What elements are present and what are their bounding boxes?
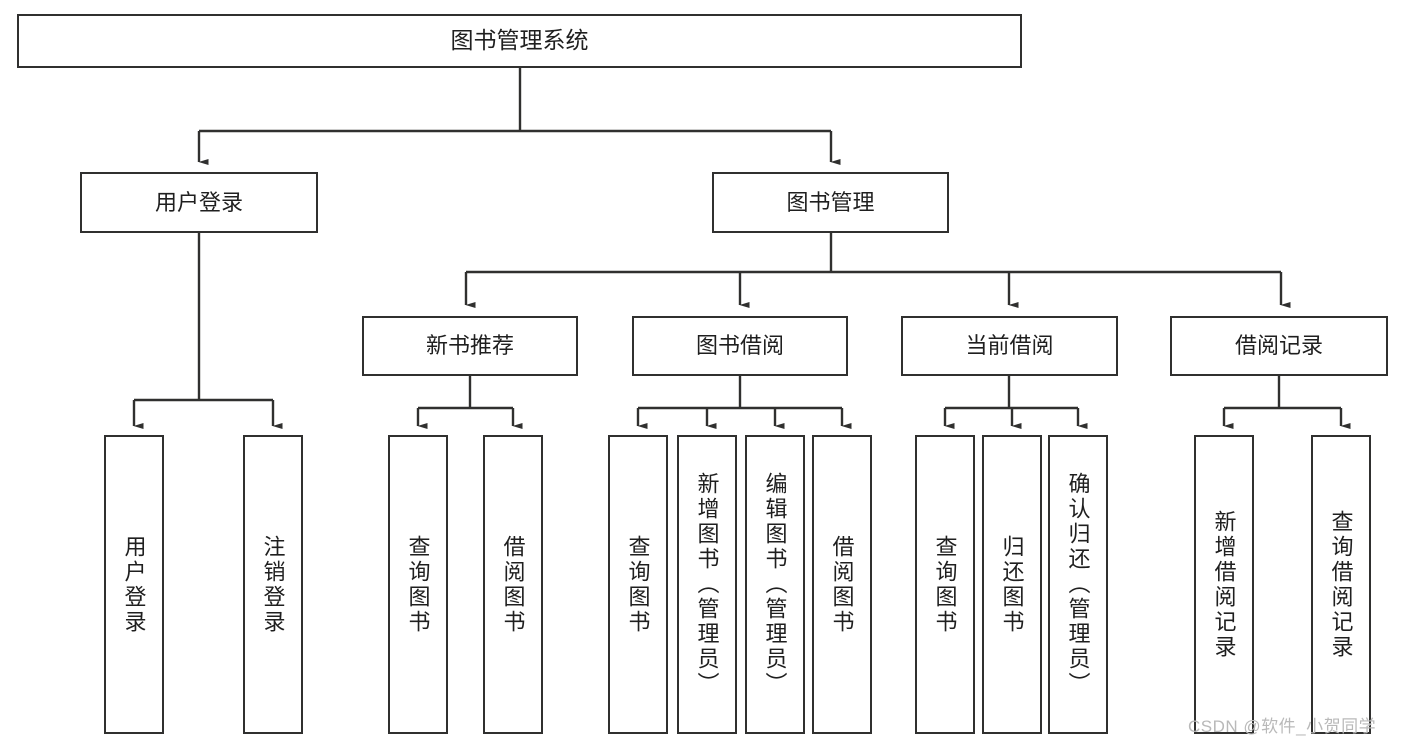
leaf-logout-login[interactable]: 注销登录 (243, 435, 303, 734)
leaf-query-book-borrow[interactable]: 查询图书 (608, 435, 668, 734)
node-label: 注销登录 (260, 534, 286, 635)
node-label: 查询图书 (625, 534, 651, 635)
node-label: 新增借阅记录 (1211, 509, 1237, 660)
node-new-book-recommend[interactable]: 新书推荐 (362, 316, 578, 376)
node-label: 确认归还（管理员） (1065, 472, 1091, 697)
node-book-management[interactable]: 图书管理 (712, 172, 949, 233)
node-label: 用户登录 (154, 189, 243, 215)
leaf-return-book[interactable]: 归还图书 (982, 435, 1042, 734)
node-label: 借阅图书 (500, 534, 526, 635)
node-root-system[interactable]: 图书管理系统 (17, 14, 1022, 68)
leaf-query-book-recommend[interactable]: 查询图书 (388, 435, 448, 734)
node-label: 图书管理 (786, 189, 875, 215)
watermark-text: CSDN @软件_小贺同学 (1188, 717, 1377, 736)
node-label: 新书推荐 (425, 333, 514, 359)
node-label: 当前借阅 (965, 333, 1054, 359)
leaf-add-borrow-record[interactable]: 新增借阅记录 (1194, 435, 1254, 734)
node-label: 借阅图书 (829, 534, 855, 635)
node-label: 查询图书 (405, 534, 431, 635)
node-label: 查询图书 (932, 534, 958, 635)
node-label: 归还图书 (999, 534, 1025, 635)
leaf-query-borrow-record[interactable]: 查询借阅记录 (1311, 435, 1371, 734)
leaf-user-login[interactable]: 用户登录 (104, 435, 164, 734)
leaf-edit-book[interactable]: 编辑图书（管理员） (745, 435, 805, 734)
node-label: 编辑图书（管理员） (762, 472, 788, 697)
node-user-login[interactable]: 用户登录 (80, 172, 318, 233)
node-label: 借阅记录 (1234, 333, 1323, 359)
leaf-confirm-return[interactable]: 确认归还（管理员） (1048, 435, 1108, 734)
node-current-borrow[interactable]: 当前借阅 (901, 316, 1118, 376)
leaf-add-book[interactable]: 新增图书（管理员） (677, 435, 737, 734)
node-book-borrow[interactable]: 图书借阅 (632, 316, 848, 376)
node-borrow-record[interactable]: 借阅记录 (1170, 316, 1388, 376)
leaf-query-book-current[interactable]: 查询图书 (915, 435, 975, 734)
node-label: 查询借阅记录 (1328, 509, 1354, 660)
node-label: 图书借阅 (695, 333, 784, 359)
node-label: 用户登录 (121, 534, 147, 635)
node-label: 新增图书（管理员） (694, 472, 720, 697)
leaf-borrow-book[interactable]: 借阅图书 (812, 435, 872, 734)
node-label: 图书管理系统 (450, 27, 589, 54)
leaf-borrow-book-recommend[interactable]: 借阅图书 (483, 435, 543, 734)
